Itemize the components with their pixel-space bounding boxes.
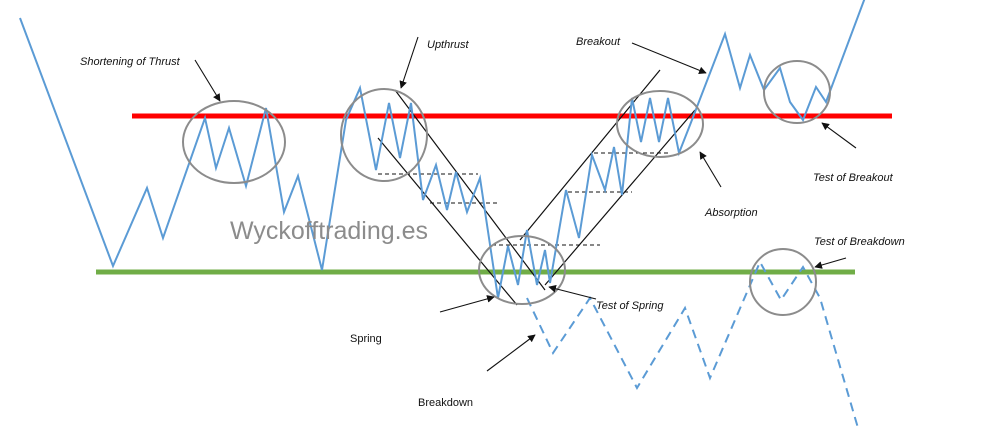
arrow-spring [439,295,495,313]
down-channel-upper [394,89,546,291]
label-absorption: Absorption [704,207,758,219]
label-upthrust: Upthrust [427,39,470,51]
watermark: Wyckofftrading.es [230,217,428,245]
arrow-test-of-breakdown [814,257,847,269]
arrow-breakout [631,42,707,74]
label-shortening-of-thrust: Shortening of Thrust [80,56,181,68]
circle-spring [478,235,566,305]
arrow-absorption [699,151,722,188]
circle-shortening [182,100,286,184]
arrow-shortening [194,59,221,102]
arrow-test-of-spring [548,284,597,300]
up-channel-upper [519,69,661,241]
label-test-of-breakout: Test of Breakout [813,172,894,184]
price-line [19,0,866,299]
arrow-upthrust [399,36,419,89]
label-spring: Spring [350,333,382,345]
circle-breakdown-test [749,248,817,316]
circle-upthrust [340,88,428,182]
arrow-breakdown [486,334,536,372]
arrow-test-of-breakout [821,122,857,149]
up-channel-lower [544,109,696,286]
label-test-of-spring: Test of Spring [596,300,664,312]
circle-breakout-test [763,60,831,124]
price-line-projection [526,259,859,428]
circle-absorption [616,90,704,158]
label-breakout: Breakout [576,36,621,48]
label-test-of-breakdown: Test of Breakdown [814,236,905,248]
label-breakdown: Breakdown [418,397,473,409]
down-channel-lower [377,137,518,306]
